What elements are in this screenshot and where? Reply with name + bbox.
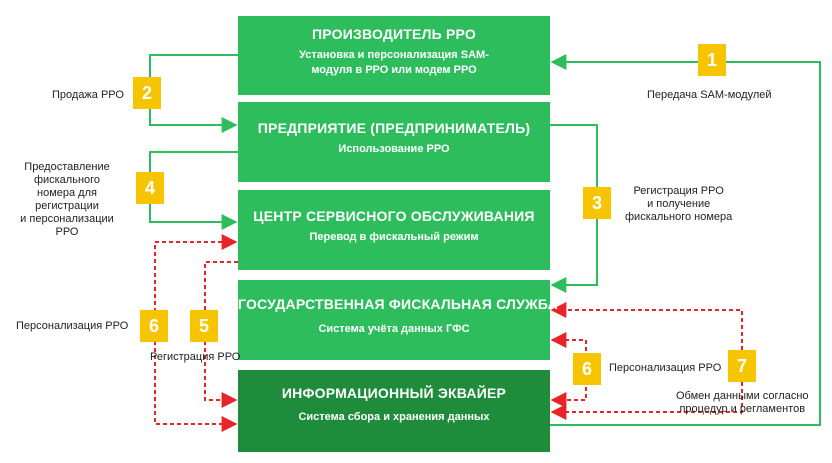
step-badge-5: 5 <box>190 310 218 342</box>
arrow-sale-rro <box>149 54 238 133</box>
service-center-subtitle: Перевод в фискальный режим <box>309 231 479 243</box>
step-badge-7: 7 <box>728 350 756 382</box>
label-registration-rro: Регистрация РРО <box>150 351 241 363</box>
step-badge-2: 2 <box>133 77 161 109</box>
arrow-personalization-left-top <box>154 234 238 312</box>
producer-box: ПРОИЗВОДИТЕЛЬ РРО Установка и персонализ… <box>238 16 550 95</box>
tax-service-box: ГОСУДАРСТВЕННАЯ ФИСКАЛЬНАЯ СЛУЖБА Систем… <box>238 280 558 360</box>
arrow-personalization-right-top <box>550 332 587 358</box>
producer-title: ПРОИЗВОДИТЕЛЬ РРО <box>312 26 476 42</box>
arrow-exchange-top <box>550 302 743 350</box>
acquirer-box: ИНФОРМАЦИОННЫЙ ЭКВАЙЕР Система сбора и х… <box>238 370 550 452</box>
label-personalization-left: Персонализация РРО <box>16 320 129 332</box>
label-sale-rro: Продажа РРО <box>52 89 124 101</box>
enterprise-box: ПРЕДПРИЯТИЕ (ПРЕДПРИНИМАТЕЛЬ) Использова… <box>238 102 550 182</box>
enterprise-subtitle: Использование РРО <box>338 143 450 155</box>
arrow-personalization-left-bottom <box>154 334 238 432</box>
producer-subtitle: Установка и персонализация SAM-модуля в … <box>299 49 489 76</box>
label-data-exchange: Обмен данными согласно процедур и реглам… <box>676 390 809 415</box>
service-center-title: ЦЕНТР СЕРВИСНОГО ОБСЛУЖИВАНИЯ <box>253 208 535 224</box>
arrow-sam-modules <box>550 54 821 426</box>
label-personalization-right: Персонализация РРО <box>609 362 722 374</box>
step-badge-1: 1 <box>698 44 726 76</box>
acquirer-subtitle: Система сбора и хранения данных <box>298 411 490 423</box>
step-badge-3: 3 <box>583 187 611 219</box>
tax-service-title: ГОСУДАРСТВЕННАЯ ФИСКАЛЬНАЯ СЛУЖБА <box>238 296 558 312</box>
arrow-personalization-right-bottom <box>550 380 587 408</box>
step-badge-6-right: 6 <box>573 353 601 385</box>
arrow-exchange-bottom <box>550 382 743 420</box>
label-registration-fiscal: Регистрация РРО и получение фискального … <box>625 185 733 223</box>
tax-service-subtitle: Система учёта данных ГФС <box>318 323 470 335</box>
step-badge-6-left: 6 <box>140 310 168 342</box>
step-badge-4: 4 <box>136 172 164 204</box>
label-sam-transfer: Передача SAM-модулей <box>647 89 772 101</box>
enterprise-title: ПРЕДПРИЯТИЕ (ПРЕДПРИНИМАТЕЛЬ) <box>257 120 531 136</box>
service-center-box: ЦЕНТР СЕРВИСНОГО ОБСЛУЖИВАНИЯ Перевод в … <box>238 190 550 270</box>
acquirer-title: ИНФОРМАЦИОННЫЙ ЭКВАЙЕР <box>281 385 507 401</box>
label-fiscal-number: Предоставление фискального номера для ре… <box>20 161 114 238</box>
